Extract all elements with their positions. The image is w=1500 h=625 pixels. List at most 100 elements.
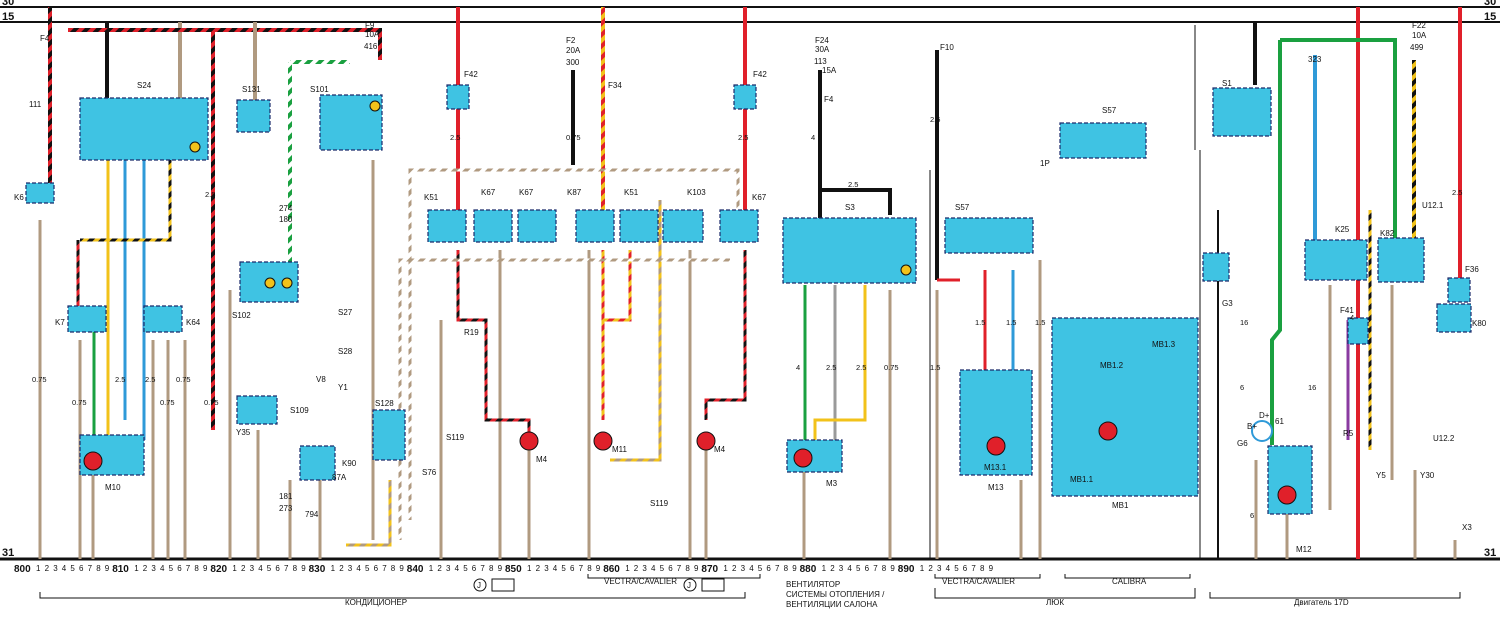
bus-number-830: 830 (309, 564, 326, 575)
bus-digit: 7 (382, 564, 387, 573)
label-c181: 181 (279, 492, 293, 501)
bus-digit: 4 (847, 564, 852, 573)
label-f42b: F42 (753, 70, 767, 79)
label-k25: K25 (1335, 225, 1350, 234)
m13-block (959, 369, 1033, 476)
rail-31-label-right: 31 (1484, 547, 1496, 559)
bus-digit: 8 (293, 564, 298, 573)
g6-generator-icon (1251, 420, 1273, 442)
label-mb1: MB1 (1112, 501, 1129, 510)
bus-digit: 4 (455, 564, 460, 573)
rail-30-label-left: 30 (2, 0, 14, 8)
ws-075-d: 0.75 (176, 375, 191, 384)
rail-31: 31 31 (0, 547, 1500, 561)
ws-25-i: 2.5 (856, 363, 866, 372)
ws-6-b: 6 (1250, 511, 1254, 520)
label-f9-code: 416 (364, 42, 378, 51)
x83b-lamp-icon (281, 277, 293, 289)
label-m11: M11 (612, 445, 628, 454)
label-k80: K80 (1472, 319, 1487, 328)
k90-block (299, 445, 336, 481)
label-f2-code: 300 (566, 58, 580, 67)
jumper-box-2 (701, 578, 725, 592)
k67b-block (517, 209, 557, 243)
label-s27: S27 (338, 308, 353, 317)
bus-digit: 3 (446, 564, 451, 573)
bus-digit: 7 (971, 564, 976, 573)
label-y1: Y1 (338, 383, 348, 392)
label-f24-amp: 30A (815, 45, 830, 54)
section-conditioner: КОНДИЦИОНЕР (345, 598, 407, 607)
m10-motor-icon (83, 451, 103, 471)
bus-digit: 6 (472, 564, 477, 573)
label-s101: S101 (310, 85, 329, 94)
k25-block (1304, 239, 1368, 281)
ws-25-f: 2.5 (848, 180, 858, 189)
bus-digit: 8 (489, 564, 494, 573)
label-x3: X3 (1462, 523, 1472, 532)
label-v8: V8 (316, 375, 326, 384)
bus-digit: 8 (391, 564, 396, 573)
bus-digit: 1 (527, 564, 532, 573)
label-c794: 794 (305, 510, 319, 519)
bus-digit: 9 (399, 564, 404, 573)
bus-digit: 6 (668, 564, 673, 573)
label-mb1-3: MB1.3 (1152, 340, 1176, 349)
section-fan-line1: ВЕНТИЛЯТОР (786, 580, 840, 589)
k103-block (662, 209, 704, 243)
label-f24-code: 113 (814, 57, 827, 66)
ws-4-c: 4 (1350, 313, 1354, 322)
bus-digit: 9 (596, 564, 601, 573)
m12-motor-icon (1277, 485, 1297, 505)
bus-digit: 1 (232, 564, 237, 573)
bus-number-840: 840 (407, 564, 424, 575)
ws-075-g: 0.75 (884, 363, 899, 372)
ws-25-h: 2.5 (826, 363, 836, 372)
label-f4b: F4 (824, 95, 834, 104)
bus-digit: 8 (784, 564, 789, 573)
bus-digit: 5 (954, 564, 959, 573)
jumper-box-1 (491, 578, 515, 592)
label-s57: S57 (955, 203, 970, 212)
bus-digit: 6 (766, 564, 771, 573)
label-u12-1: U12.1 (1422, 201, 1444, 210)
ws-075-f: 0.75 (566, 133, 581, 142)
f36-block (1447, 277, 1471, 303)
g3-block (1202, 252, 1230, 282)
m4-motor-icon (519, 431, 539, 451)
bus-number-850: 850 (505, 564, 522, 575)
label-k67b: K67 (519, 188, 534, 197)
s57-block (944, 217, 1034, 254)
k80-block (1436, 303, 1472, 333)
ws-6-a: 6 (1240, 383, 1244, 392)
ws-15-d: 1.5 (930, 363, 940, 372)
mb1-motor-icon (1098, 421, 1118, 441)
bus-digit: 1 (723, 564, 728, 573)
label-m4b: M4 (714, 445, 726, 454)
ws-4-a: 4 (811, 133, 815, 142)
k67-block (473, 209, 513, 243)
bus-digit: 4 (749, 564, 754, 573)
bus-digit: 8 (194, 564, 199, 573)
label-k82: K82 (1380, 229, 1395, 238)
bus-digit: 6 (570, 564, 575, 573)
label-g6-b: B+ (1247, 422, 1257, 431)
bus-digit: 8 (587, 564, 592, 573)
label-k90: K90 (342, 459, 357, 468)
y35-block (236, 395, 278, 425)
label-f2-amp: 20A (566, 46, 581, 55)
ws-075-e: 0.75 (204, 398, 219, 407)
bus-digit: 7 (88, 564, 93, 573)
section-engine: Двигатель 17D (1294, 598, 1349, 607)
label-k51b: K51 (624, 188, 639, 197)
x83-lamp-icon (264, 277, 276, 289)
bus-digit: 4 (258, 564, 263, 573)
rail-15-label-left: 15 (2, 11, 14, 23)
section-fan-line2: СИСТЕМЫ ОТОПЛЕНИЯ / (786, 590, 885, 599)
bus-digit: 7 (186, 564, 191, 573)
bus-digit: 1 (134, 564, 139, 573)
bus-digit: 2 (536, 564, 541, 573)
bus-digit: 8 (685, 564, 690, 573)
label-u12-2: U12.2 (1433, 434, 1455, 443)
